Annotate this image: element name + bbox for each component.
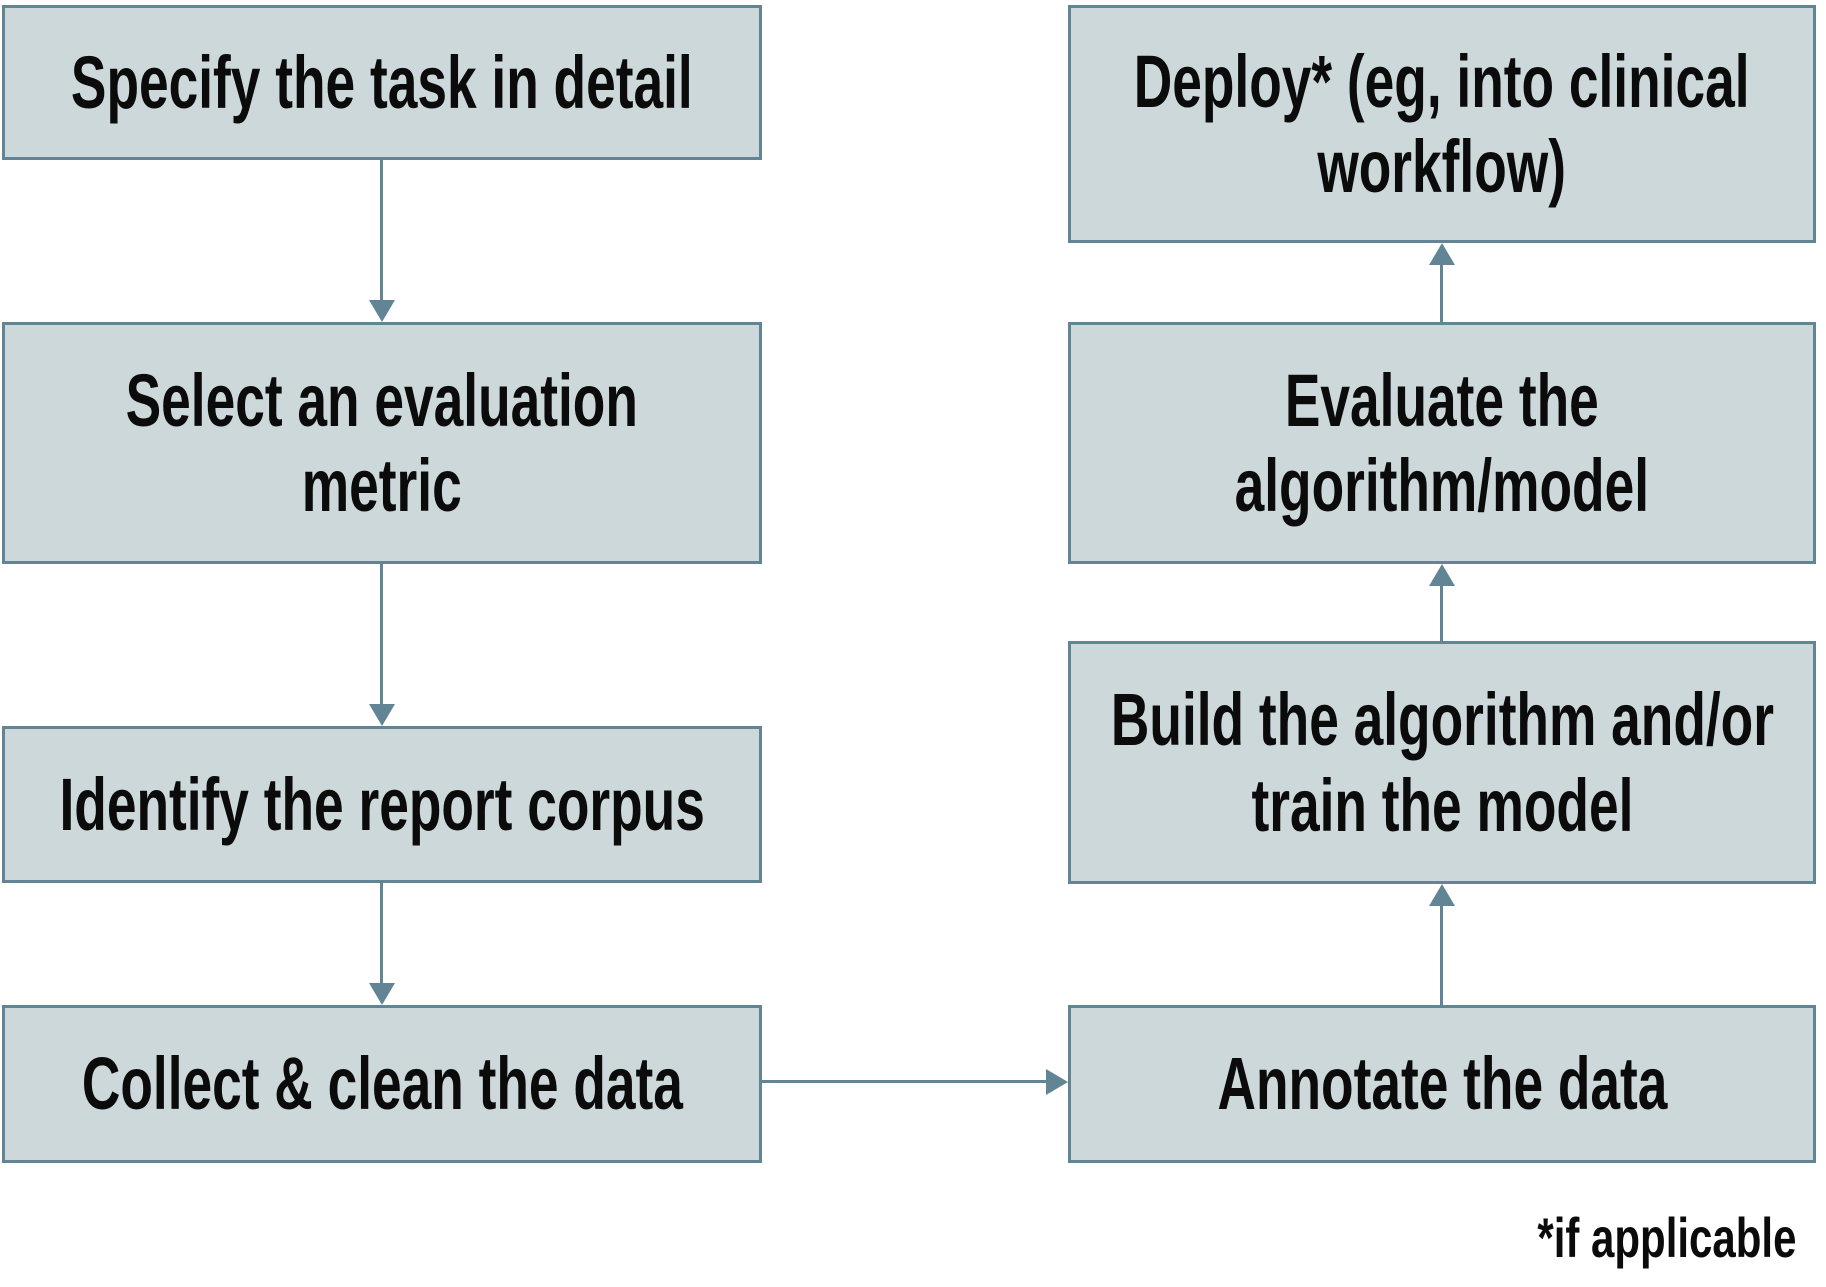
step-line: Evaluate the — [1285, 358, 1599, 442]
step-label: Collect & clean the data — [81, 1041, 682, 1126]
step-line: algorithm/model — [1234, 444, 1650, 527]
step-line: train the model — [1251, 763, 1633, 847]
arrow-shaft — [380, 160, 383, 302]
step-line: Deploy* (eg, into clinical — [1134, 39, 1750, 123]
arrow-evaluate-to-deploy — [1429, 243, 1455, 322]
step-specify-task: Specify the task in detail — [2, 5, 762, 160]
arrowhead-down-icon — [369, 983, 395, 1005]
step-line: Specify the task in detail — [71, 40, 693, 124]
arrowhead-right-icon — [1046, 1069, 1068, 1095]
step-label: Evaluate the algorithm/model — [1235, 358, 1649, 528]
step-label: Deploy* (eg, into clinical workflow) — [1134, 39, 1750, 209]
arrow-annotate-to-build — [1429, 884, 1455, 1005]
step-line: Annotate the data — [1217, 1042, 1667, 1126]
step-line: Identify the report corpus — [59, 762, 705, 846]
arrow-shaft — [1440, 263, 1443, 322]
arrow-shaft — [1440, 904, 1443, 1005]
step-collect-clean: Collect & clean the data — [2, 1005, 762, 1163]
step-evaluate-model: Evaluate the algorithm/model — [1068, 322, 1816, 564]
arrowhead-up-icon — [1429, 243, 1455, 265]
arrow-select-to-identify — [369, 564, 395, 726]
step-select-metric: Select an evaluation metric — [2, 322, 762, 564]
step-annotate-data: Annotate the data — [1068, 1005, 1816, 1163]
step-label: Select an evaluation metric — [126, 358, 638, 528]
arrow-collect-to-annotate — [762, 1069, 1068, 1095]
step-build-train: Build the algorithm and/or train the mod… — [1068, 641, 1816, 884]
step-label: Annotate the data — [1217, 1041, 1667, 1126]
arrowhead-down-icon — [369, 300, 395, 322]
step-identify-corpus: Identify the report corpus — [2, 726, 762, 883]
step-line: workflow) — [1317, 125, 1567, 208]
footnote: *if applicable — [1536, 1206, 1796, 1269]
arrowhead-up-icon — [1429, 884, 1455, 906]
step-line: Select an evaluation — [125, 358, 639, 442]
arrow-shaft — [1440, 584, 1443, 641]
arrow-shaft — [380, 564, 383, 706]
step-line: Collect & clean the data — [81, 1042, 683, 1126]
step-line: Build the algorithm and/or — [1110, 678, 1774, 762]
step-deploy: Deploy* (eg, into clinical workflow) — [1068, 5, 1816, 243]
step-line: metric — [302, 444, 462, 527]
arrow-specify-to-select — [369, 160, 395, 322]
arrowhead-down-icon — [369, 704, 395, 726]
arrow-identify-to-collect — [369, 883, 395, 1005]
step-label: Build the algorithm and/or train the mod… — [1110, 677, 1773, 847]
arrow-build-to-evaluate — [1429, 564, 1455, 641]
arrow-shaft — [380, 883, 383, 985]
arrow-shaft — [762, 1080, 1048, 1083]
step-label: Specify the task in detail — [71, 40, 693, 125]
arrowhead-up-icon — [1429, 564, 1455, 586]
step-label: Identify the report corpus — [59, 762, 704, 847]
